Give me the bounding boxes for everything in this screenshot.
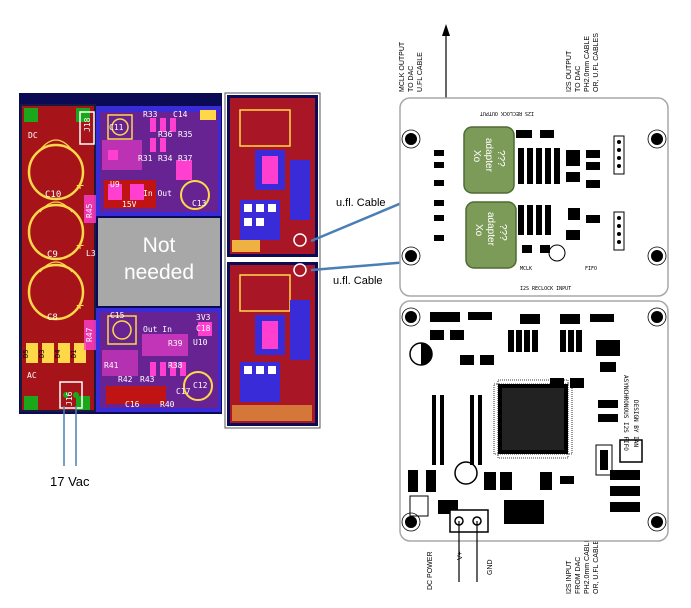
svg-text:Out In: Out In xyxy=(143,325,172,334)
svg-text:J18: J18 xyxy=(83,117,92,132)
dc-power-label: DC POWER xyxy=(427,552,434,591)
svg-text:In Out: In Out xyxy=(143,189,172,198)
svg-text:MCLK: MCLK xyxy=(520,266,532,272)
i2s-out-label-2: TO DAC xyxy=(575,66,582,92)
svg-text:+: + xyxy=(76,297,84,313)
svg-text:C10: C10 xyxy=(45,190,61,200)
ac-supply: 17 Vac xyxy=(50,406,90,489)
svg-text:D5: D5 xyxy=(22,350,30,358)
svg-text:R39: R39 xyxy=(168,339,183,348)
svg-text:R47: R47 xyxy=(85,327,94,342)
capacitor-c9 xyxy=(27,203,85,261)
i2s-in-label-1: I2S INPUT xyxy=(566,560,573,594)
svg-text:R38: R38 xyxy=(168,361,183,370)
svg-text:L3: L3 xyxy=(86,249,96,258)
svg-text:R35: R35 xyxy=(178,130,193,139)
svg-text:C18: C18 xyxy=(196,324,211,333)
mount-holes xyxy=(405,133,663,528)
svg-text:R34: R34 xyxy=(158,154,173,163)
svg-text:C13: C13 xyxy=(192,199,207,208)
i2s-in-label-2: FROM DAC xyxy=(575,557,582,594)
svg-text:Xo: Xo xyxy=(471,150,482,163)
svg-text:D1: D1 xyxy=(70,350,78,358)
svg-text:15V: 15V xyxy=(122,200,137,209)
svg-text:DC: DC xyxy=(28,131,38,140)
i2s-in-label-3: PH2.0mm CABLE xyxy=(584,538,591,594)
svg-text:U10: U10 xyxy=(193,338,208,347)
svg-text:D3: D3 xyxy=(38,350,46,358)
svg-text:I2S RECLOCK OUTPUT: I2S RECLOCK OUTPUT xyxy=(480,110,534,116)
svg-text:FIFO: FIFO xyxy=(585,266,597,272)
svg-text:R31: R31 xyxy=(138,154,153,163)
mount-pad-bl xyxy=(24,396,38,410)
left-pcb: + + + xyxy=(19,92,321,429)
not-needed-line1: Not xyxy=(143,234,176,257)
capacitor-c10 xyxy=(27,143,85,201)
v-plus-label: V+ xyxy=(457,551,464,560)
svg-text:adapter: adapter xyxy=(485,212,496,247)
i2s-out-label-3: PH2.0mm CABLE xyxy=(584,36,591,92)
svg-text:C15: C15 xyxy=(110,311,125,320)
cable-label-1: u.fl. Cable xyxy=(336,197,386,209)
connector-j16 xyxy=(59,381,83,409)
mount-pad-tl xyxy=(24,108,38,122)
svg-text:R33: R33 xyxy=(143,110,158,119)
mount-pad-br xyxy=(76,396,90,410)
svg-text:C14: C14 xyxy=(173,110,188,119)
svg-text:D4: D4 xyxy=(54,350,62,358)
svg-text:R45: R45 xyxy=(85,203,94,218)
svg-text:U9: U9 xyxy=(110,180,120,189)
svg-text:R36: R36 xyxy=(158,130,173,139)
svg-text:+: + xyxy=(76,177,84,193)
left-silkscreen: DC AC C10 C9 C8 R45 L3 R47 J18 J16 D5 D3… xyxy=(22,110,211,409)
top-label-1: MCLK OUTPUT xyxy=(399,41,406,92)
svg-text:R37: R37 xyxy=(178,154,193,163)
svg-text:3V3: 3V3 xyxy=(196,313,211,322)
svg-text:C17: C17 xyxy=(176,387,191,396)
svg-text:ASYNCHRONOUS I2S FIFO: ASYNCHRONOUS I2S FIFO xyxy=(622,375,629,451)
svg-text:C8: C8 xyxy=(47,313,58,323)
i2s-out-label-1: I2S OUTPUT xyxy=(566,50,573,92)
diode-row xyxy=(26,343,86,363)
svg-text:I2S RECLOCK INPUT: I2S RECLOCK INPUT xyxy=(520,286,571,292)
connector-j18 xyxy=(79,111,95,145)
svg-text:???: ??? xyxy=(495,150,506,167)
svg-text:R42: R42 xyxy=(118,375,133,384)
i2s-in-label-4: OR, U.FL CABLES xyxy=(593,535,600,594)
top-label-3: U.FL CABLE xyxy=(417,52,424,92)
svg-text:C11: C11 xyxy=(109,123,124,132)
svg-text:C9: C9 xyxy=(47,250,58,260)
top-label-2: TO DAC xyxy=(408,66,415,92)
right-pcb: MCLK OUTPUT TO DAC U.FL CABLE I2S OUTPUT… xyxy=(399,24,669,594)
reclock-components xyxy=(434,130,600,253)
i2s-out-label-4: OR, U.FL CABLES xyxy=(593,33,600,92)
svg-text:Xo: Xo xyxy=(473,224,484,237)
svg-text:J16: J16 xyxy=(65,391,74,406)
xo-adapter-2: Xo adapter ??? xyxy=(465,201,517,269)
svg-text:AC: AC xyxy=(27,371,37,380)
supply-label: 17 Vac xyxy=(50,474,90,489)
reclock-board xyxy=(399,97,669,297)
svg-text:DESIGN BY IAN: DESIGN BY IAN xyxy=(632,400,639,447)
cable-label-2: u.fl. Cable xyxy=(333,275,383,287)
svg-text:adapter: adapter xyxy=(483,138,494,173)
svg-text:+: + xyxy=(76,237,84,253)
svg-text:R40: R40 xyxy=(160,400,175,409)
svg-text:C16: C16 xyxy=(125,400,140,409)
svg-text:R41: R41 xyxy=(104,361,119,370)
svg-text:C12: C12 xyxy=(193,381,208,390)
svg-text:???: ??? xyxy=(497,224,508,241)
xo-adapter-1: Xo adapter ??? xyxy=(463,126,515,194)
capacitor-c8 xyxy=(27,263,85,321)
fifo-components xyxy=(408,312,640,524)
svg-text:R43: R43 xyxy=(140,375,155,384)
not-needed-line2: needed xyxy=(124,261,194,284)
gnd-label: GND xyxy=(487,559,494,575)
